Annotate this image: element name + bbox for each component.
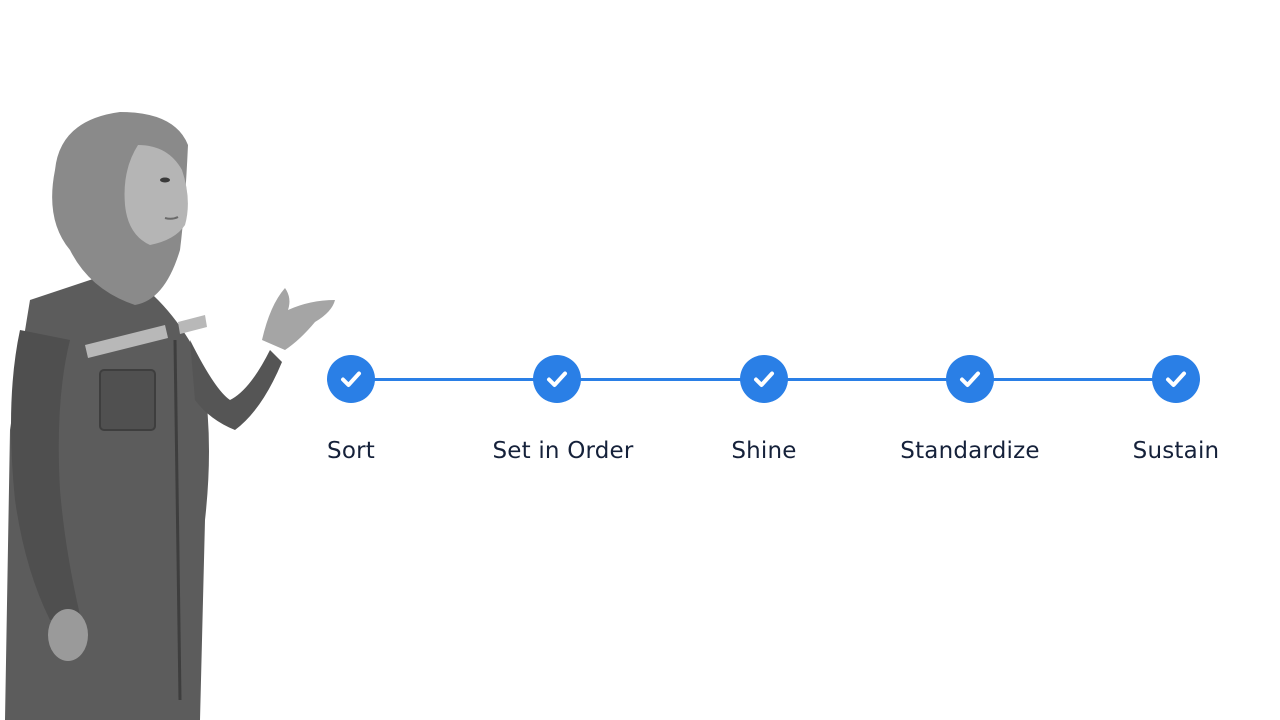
step-sustain: Sustain bbox=[1076, 355, 1276, 475]
check-icon bbox=[533, 355, 581, 403]
check-icon bbox=[946, 355, 994, 403]
check-icon bbox=[740, 355, 788, 403]
check-icon bbox=[327, 355, 375, 403]
step-label: Sustain bbox=[1132, 438, 1220, 464]
step-standardize: Standardize bbox=[870, 355, 1070, 475]
check-icon bbox=[1152, 355, 1200, 403]
step-set-in-order: Set in Order bbox=[457, 355, 657, 475]
step-label: Sort bbox=[327, 438, 375, 464]
step-sort: Sort bbox=[251, 355, 451, 475]
presenter-figure bbox=[5, 112, 335, 720]
step-label: Standardize bbox=[900, 438, 1040, 464]
step-shine: Shine bbox=[664, 355, 864, 475]
step-label: Set in Order bbox=[492, 438, 634, 464]
step-label: Shine bbox=[731, 438, 797, 464]
